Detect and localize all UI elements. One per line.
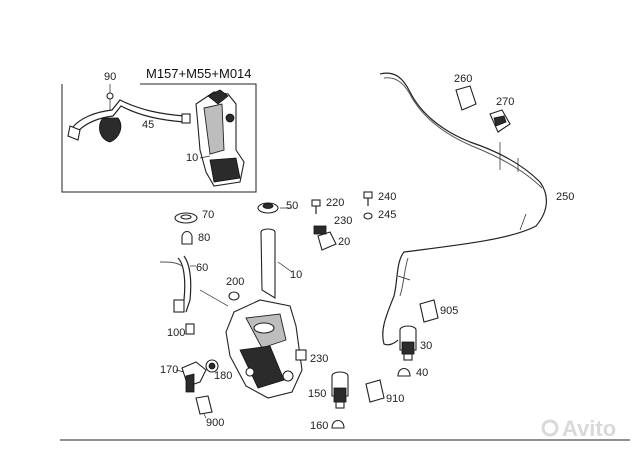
seal-180: 180 (205, 359, 232, 382)
label-905: 905 (440, 305, 458, 317)
label-220: 220 (326, 197, 344, 209)
screw-220: 220 230 (311, 197, 352, 227)
hose-end-fitting (181, 113, 191, 124)
connector-20: 20 (313, 225, 350, 251)
watermark: Avito (541, 416, 616, 441)
label-50: 50 (286, 200, 298, 212)
label-90: 90 (104, 71, 116, 83)
label-10: 10 (290, 269, 302, 281)
grommet-40: 40 (397, 367, 428, 379)
bolt-240-nut-245: 240 245 (363, 191, 396, 221)
plug-200: 200 (226, 276, 244, 301)
label-70: 70 (202, 209, 214, 221)
clip-270: 270 (489, 96, 514, 133)
bracket-260: 260 (454, 73, 477, 111)
grommet-80: 80 (181, 230, 210, 245)
label-260: 260 (454, 73, 472, 85)
connector-900: 900 (195, 395, 224, 429)
label-230-top: 230 (334, 215, 352, 227)
label-910: 910 (386, 393, 404, 405)
hose-end-connector (67, 125, 81, 141)
label-200: 200 (226, 276, 244, 288)
label-250: 250 (556, 191, 574, 203)
pump-30: 30 (399, 325, 432, 361)
inset-frame: M157+M55+M014 (61, 66, 257, 193)
label-100: 100 (167, 327, 185, 339)
label-60: 60 (196, 262, 208, 274)
label-180: 180 (214, 370, 232, 382)
label-20: 20 (338, 236, 350, 248)
watermark-text: Avito (562, 416, 616, 441)
label-160: 160 (310, 420, 328, 432)
seal-70: 70 (174, 209, 214, 224)
reservoir-cap (207, 89, 229, 105)
connector-905: 905 (419, 299, 458, 323)
connector-910: 910 (365, 379, 404, 405)
washer-reservoir-10: 10 (225, 228, 303, 399)
grommet-230: 230 (295, 349, 328, 365)
label-170: 170 (160, 364, 178, 376)
grommet-160: 160 (310, 419, 345, 432)
sensor-170: 170 (160, 361, 207, 393)
filler-hose-60: 60 (159, 255, 229, 313)
inset-title: M157+M55+M014 (146, 66, 252, 81)
label-230: 230 (310, 353, 328, 365)
inset-washer-reservoir: 10 (186, 89, 245, 187)
label-245: 245 (378, 209, 396, 221)
label-80: 80 (198, 232, 210, 244)
label-10-inset: 10 (186, 152, 198, 164)
pump-150: 150 (308, 371, 349, 409)
hose-clip (99, 117, 122, 143)
label-30: 30 (420, 340, 432, 352)
label-240: 240 (378, 191, 396, 203)
inset-hose-assembly: 90 45 (67, 71, 191, 143)
label-900: 900 (206, 417, 224, 429)
label-150: 150 (308, 388, 326, 400)
label-45: 45 (142, 119, 154, 131)
washer-hose-250: 250 (379, 72, 574, 346)
label-270: 270 (496, 96, 514, 108)
label-40: 40 (416, 367, 428, 379)
cap-50: 50 (257, 200, 298, 214)
clip-100: 100 (167, 323, 195, 339)
